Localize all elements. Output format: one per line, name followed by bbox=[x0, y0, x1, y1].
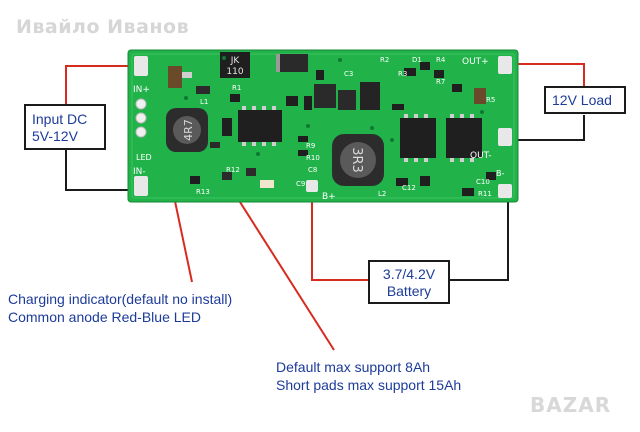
designator: R1 bbox=[232, 84, 241, 92]
input-dc-line-2: 5V-12V bbox=[32, 128, 78, 144]
smd-components bbox=[168, 62, 496, 196]
jk-label: JK bbox=[230, 56, 241, 66]
input-positive-wire bbox=[65, 65, 140, 108]
designator: C10 bbox=[476, 178, 490, 186]
designator: R11 bbox=[478, 190, 492, 198]
designator: R3 bbox=[398, 70, 407, 78]
input-dc-line-1: Input DC bbox=[32, 111, 88, 127]
designator: L1 bbox=[200, 98, 208, 106]
input-negative-wire bbox=[65, 150, 140, 191]
b-minus-label: B- bbox=[496, 169, 504, 178]
b-minus-pad bbox=[498, 184, 512, 198]
load-negative-wire bbox=[498, 115, 585, 141]
jk-number: 110 bbox=[226, 67, 243, 77]
diode-2 bbox=[338, 90, 356, 110]
ic-2 bbox=[400, 118, 436, 158]
in-plus-label: IN+ bbox=[133, 85, 150, 95]
mosfet bbox=[360, 82, 380, 110]
battery-positive-wire bbox=[311, 186, 370, 281]
designator: R7 bbox=[436, 78, 445, 86]
load-label: 12V Load bbox=[552, 92, 612, 108]
transistor bbox=[314, 84, 336, 108]
in-minus-pad bbox=[134, 176, 148, 196]
in-minus-label: IN- bbox=[133, 167, 146, 177]
inductor-l1-label: 4R7 bbox=[182, 119, 195, 141]
inductor-l2-label: 3R3 bbox=[349, 147, 364, 173]
designator: R9 bbox=[306, 142, 315, 150]
load-box: 12V Load bbox=[544, 86, 626, 114]
designator: R2 bbox=[380, 56, 389, 64]
charging-indicator-line-1: Charging indicator(default no install) bbox=[8, 291, 233, 307]
led-pad-2 bbox=[135, 112, 147, 124]
out-plus-pad bbox=[498, 56, 512, 74]
out-plus-label: OUT+ bbox=[462, 57, 489, 67]
charging-indicator-note: Charging indicator(default no install) C… bbox=[8, 290, 308, 326]
designator: C8 bbox=[308, 166, 317, 174]
watermark-text: Ивайло Иванов bbox=[16, 16, 190, 38]
battery-line-2: Battery bbox=[386, 283, 432, 299]
pad-support-line-1: Default max support 8Ah bbox=[276, 359, 431, 375]
pad-support-note: Default max support 8Ah Short pads max s… bbox=[276, 358, 536, 394]
led-pad-3 bbox=[135, 126, 147, 138]
battery-negative-wire bbox=[448, 195, 509, 281]
ic-3 bbox=[446, 118, 482, 158]
designator: R10 bbox=[306, 154, 320, 162]
designator: D1 bbox=[412, 56, 422, 64]
out-minus-pad bbox=[498, 128, 512, 146]
pad-support-line-2: Short pads max support 15Ah bbox=[276, 377, 462, 393]
load-positive-wire bbox=[498, 63, 585, 86]
designator: R5 bbox=[486, 96, 495, 104]
ic-1 bbox=[238, 110, 282, 142]
designator: L2 bbox=[378, 190, 386, 198]
led-label: LED bbox=[136, 153, 152, 162]
pad-support-pointer bbox=[225, 179, 335, 351]
logo-lettering: BAZAR bbox=[530, 393, 611, 417]
designator: R13 bbox=[196, 188, 210, 196]
in-plus-pad bbox=[134, 56, 148, 76]
designator: C3 bbox=[344, 70, 353, 78]
input-dc-box: Input DC 5V-12V bbox=[24, 104, 106, 150]
pcb-board: 4R7 3R3 JK 110 bbox=[127, 49, 519, 203]
battery-box: 3.7/4.2V Battery bbox=[368, 260, 450, 304]
out-minus-label: OUT- bbox=[470, 151, 492, 161]
bazar-logo-mark: BAZAR bbox=[530, 393, 611, 417]
designator: C9 bbox=[296, 180, 305, 188]
top-diode bbox=[276, 54, 308, 72]
led-pad-1 bbox=[135, 98, 147, 110]
b-plus-label: B+ bbox=[322, 192, 336, 202]
battery-line-1: 3.7/4.2V bbox=[382, 266, 436, 282]
designator: C12 bbox=[402, 184, 416, 192]
charging-indicator-line-2: Common anode Red-Blue LED bbox=[8, 309, 201, 325]
b-plus-pad bbox=[306, 180, 318, 192]
bazar-logo: BAZAR bbox=[530, 392, 630, 418]
designator: R12 bbox=[226, 166, 240, 174]
designator: R4 bbox=[436, 56, 446, 64]
